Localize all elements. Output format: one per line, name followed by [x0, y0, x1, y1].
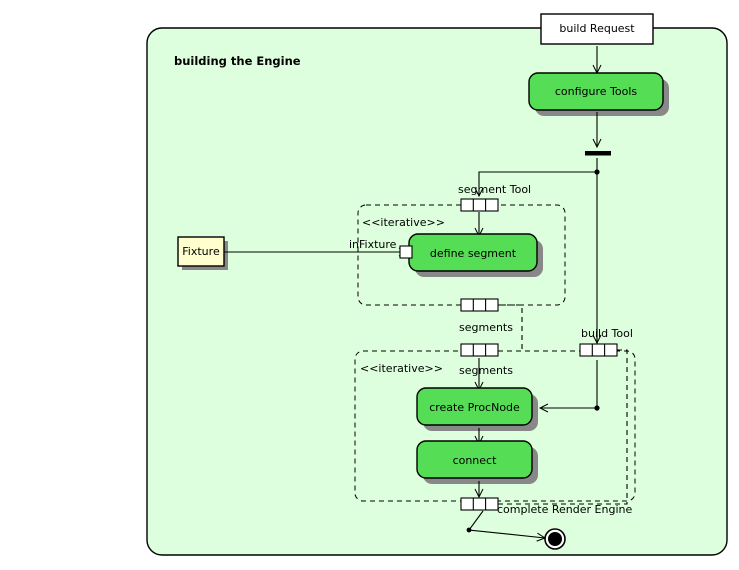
action-configure-tools-label: configure Tools [554, 85, 638, 98]
object-build-request-shape [540, 13, 654, 45]
frame-define-segment-stereotype: <<iterative>> [362, 216, 445, 229]
edge-label-segment-tool: segment Tool [458, 183, 532, 196]
edge-label-segments-lower: segments [459, 364, 513, 377]
diagram-edges [224, 46, 628, 542]
pin-segments-in [460, 343, 499, 357]
object-build-request-label: build Request [559, 22, 635, 35]
junction-dot-final-bend [466, 527, 472, 533]
junction-dot-upper [594, 169, 600, 175]
partition-building-the-engine [146, 27, 728, 556]
action-define-segment-label: define segment [429, 247, 517, 260]
activity-final-node [544, 528, 566, 550]
junction-dot-lower [594, 405, 600, 411]
object-nodes [177, 13, 654, 267]
pin-in-fixture [399, 245, 413, 259]
frame-define-segment [357, 204, 566, 306]
pin-segment-tool [460, 198, 499, 212]
object-fixture-label: Fixture [182, 245, 220, 258]
frame-build-nodes [354, 350, 636, 502]
pin-segments-out [460, 298, 499, 312]
object-fixture-shape [177, 236, 225, 267]
action-configure-tools-shape [528, 72, 664, 111]
action-create-procnode-label: create ProcNode [429, 401, 520, 414]
pin-complete-render-engine [460, 497, 499, 511]
edge-label-complete-render-engine: complete Render Engine [497, 503, 633, 516]
pin-build-tool [579, 343, 618, 357]
fork-node [585, 151, 611, 156]
edge-label-in-fixture: inFixture [349, 238, 397, 251]
action-connect-shape [416, 440, 533, 479]
edge-dashed-frame1-to-frame2 [498, 304, 523, 350]
edge-dashed-buildtool-around-frame2 [498, 349, 628, 505]
edge-fork-to-segmenttool-pin [474, 171, 597, 198]
action-connect-label: connect [452, 454, 497, 467]
edge-label-build-tool: build Tool [581, 327, 633, 340]
partition-title: building the Engine [174, 54, 301, 68]
frame-build-nodes-stereotype: <<iterative>> [360, 362, 443, 375]
edge-label-segments-upper: segments [459, 321, 513, 334]
action-nodes [408, 72, 664, 479]
activity-pins [399, 198, 618, 511]
action-create-procnode-shape [416, 387, 533, 426]
